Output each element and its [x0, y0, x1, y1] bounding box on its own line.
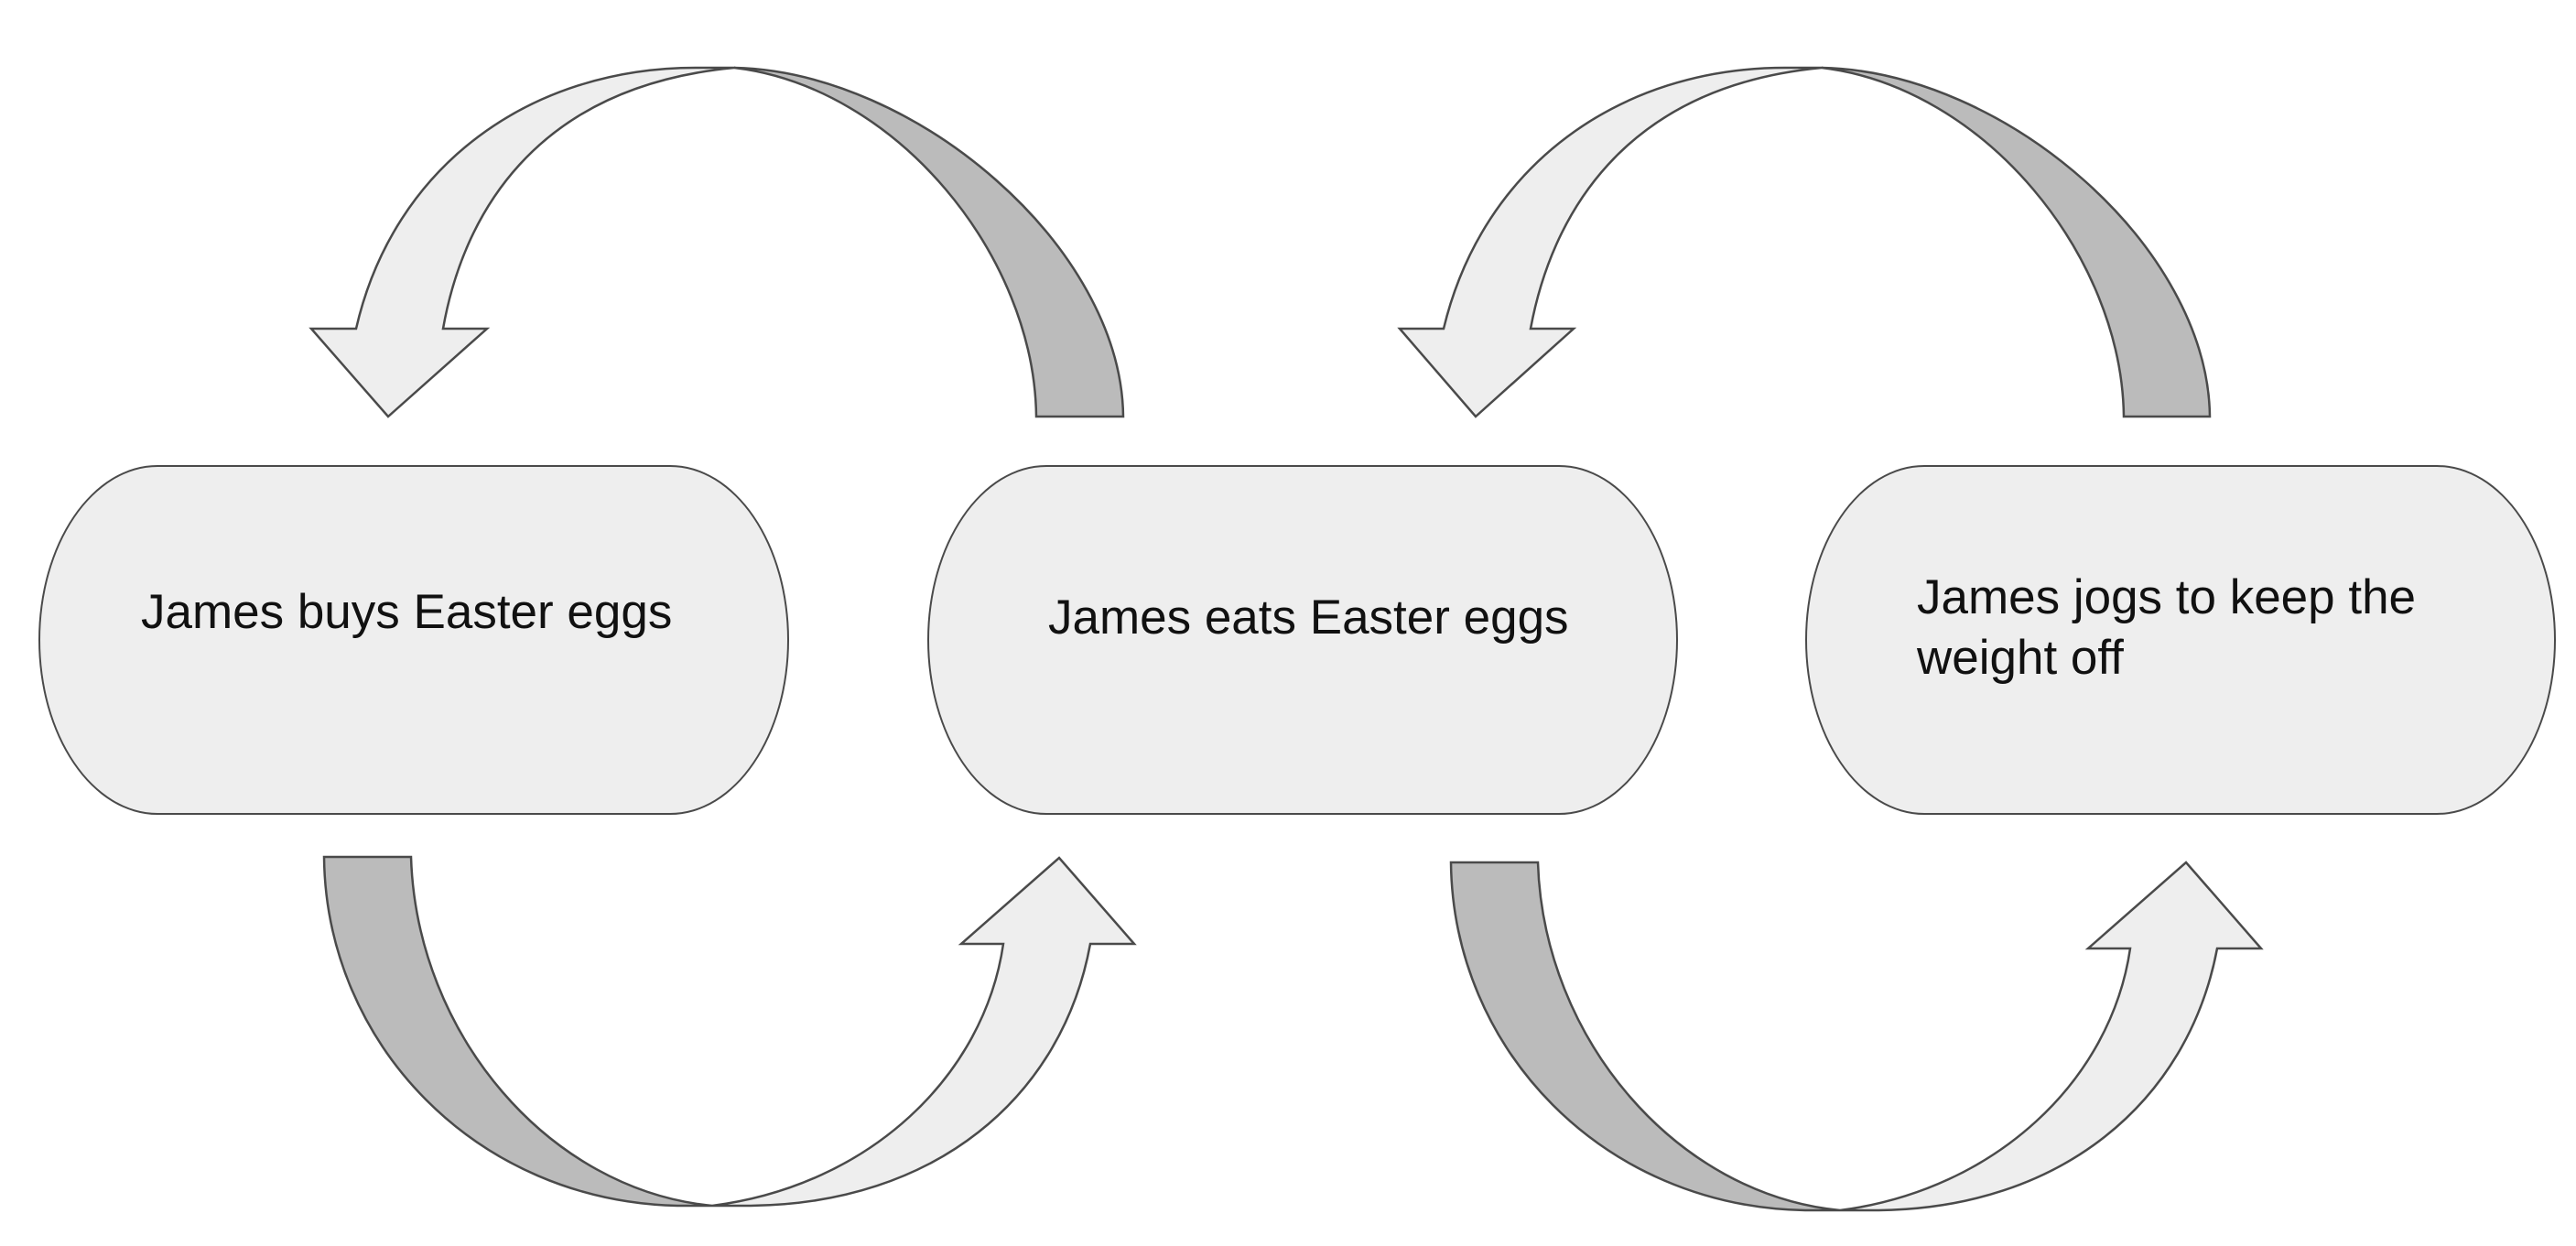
node-label: James buys Easter eggs: [141, 585, 673, 639]
arrow-eats-to-buys: [308, 66, 1125, 418]
arrow-eats-to-buys-head: [308, 66, 735, 418]
node-label: James jogs to keep the weight off: [1917, 570, 2417, 685]
arrow-eats-to-jogs: [1449, 861, 2264, 1212]
node-james-eats-easter-eggs: James eats Easter eggs: [927, 465, 1678, 815]
arrow-eats-to-jogs-tail: [1449, 861, 1841, 1212]
arrow-eats-to-jogs-head: [1839, 861, 2264, 1212]
arrow-buys-to-eats: [322, 855, 1137, 1208]
node-label: James eats Easter eggs: [1048, 590, 1569, 645]
arrow-buys-to-eats-tail: [322, 855, 713, 1208]
arrow-eats-to-buys-tail: [733, 66, 1125, 418]
arrow-buys-to-eats-head: [711, 856, 1137, 1208]
node-james-buys-easter-eggs: James buys Easter eggs: [38, 465, 789, 815]
node-james-jogs: James jogs to keep the weight off: [1805, 465, 2556, 815]
arrow-jogs-to-eats: [1397, 66, 2212, 418]
arrow-jogs-to-eats-head: [1397, 66, 1823, 418]
arrow-jogs-to-eats-tail: [1821, 66, 2212, 418]
